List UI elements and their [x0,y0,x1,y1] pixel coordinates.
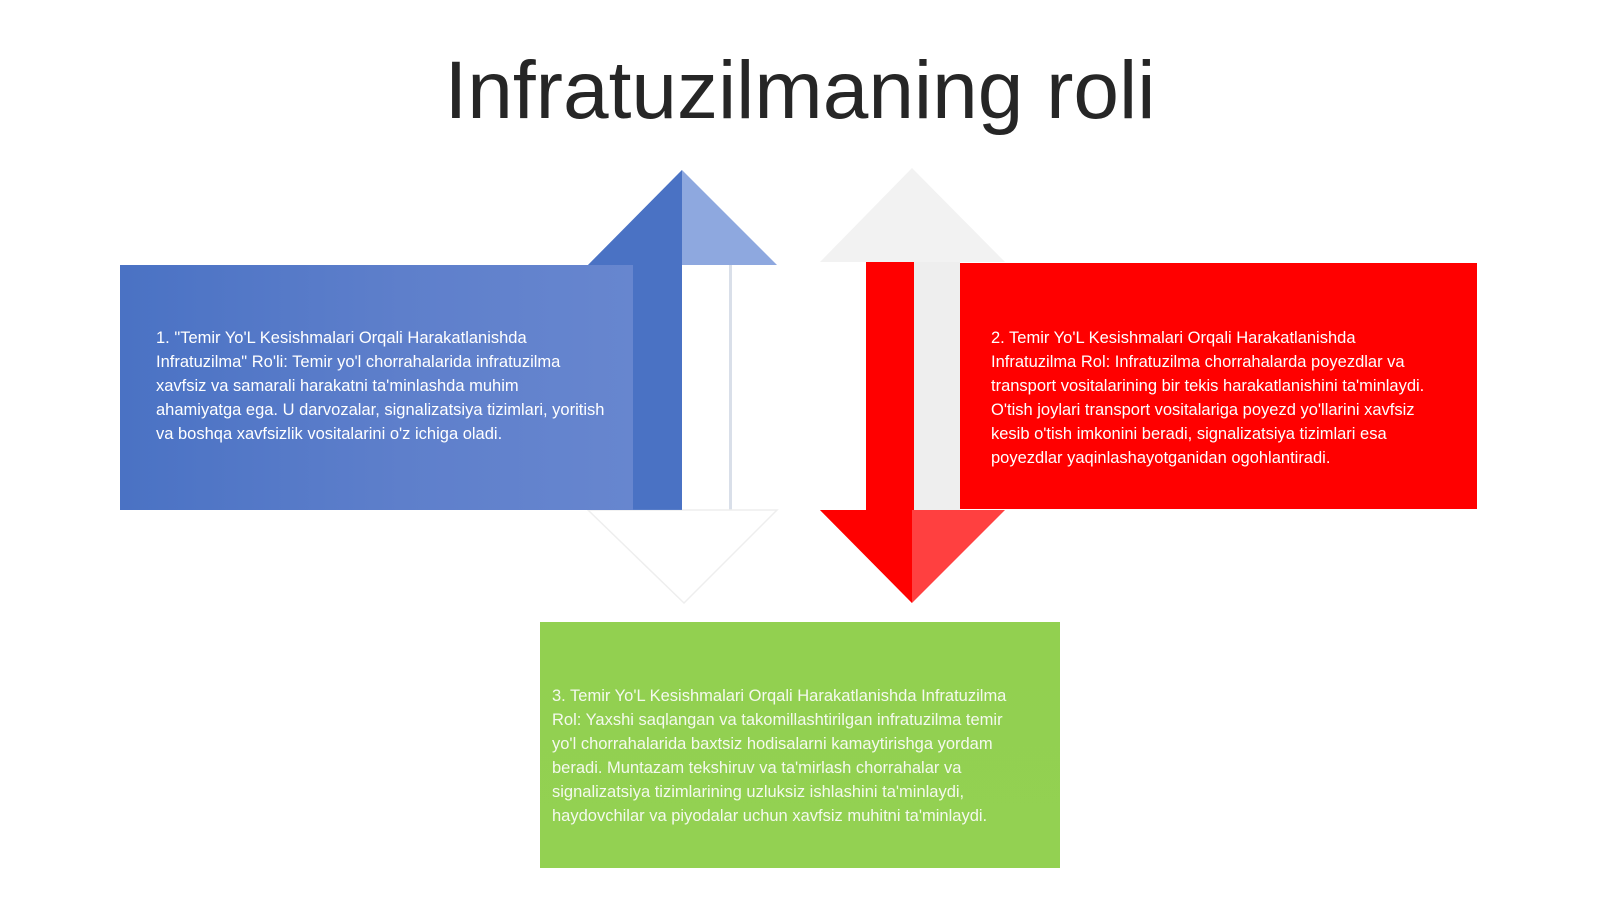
slide-title: Infratuzilmaning roli [444,45,1156,136]
green-box-text: 3. Temir Yo'L Kesishmalari Orqali Haraka… [552,687,1007,825]
grey-up-arrow [820,168,1005,510]
green-box [540,622,1060,868]
blue-box-text: 1. "Temir Yo'L Kesishmalari Orqali Harak… [156,329,605,443]
red-down-arrow [820,262,1005,603]
red-box [960,263,1477,509]
red-box-text: 2. Temir Yo'L Kesishmalari Orqali Haraka… [991,329,1425,467]
blue-down-arrow [586,509,779,605]
blue-box [120,265,633,510]
